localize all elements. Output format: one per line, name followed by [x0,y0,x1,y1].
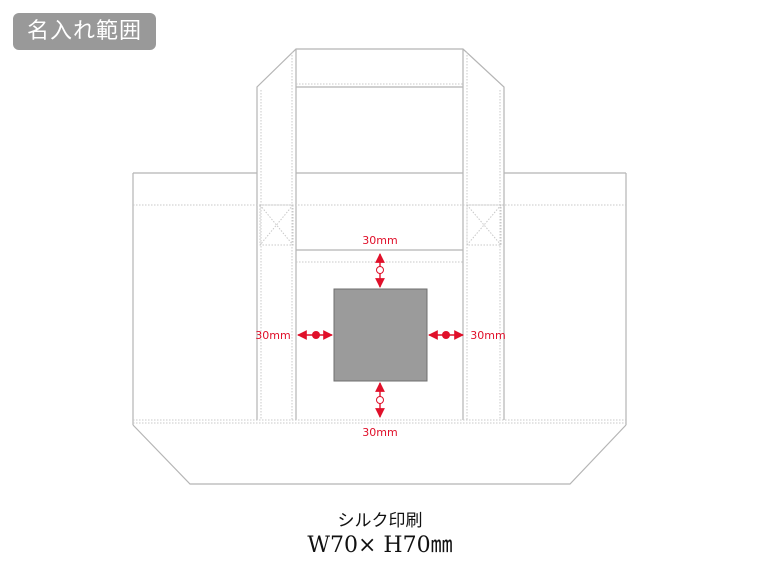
top-margin-label: 30mm [362,234,397,247]
bottom-margin-label: 30mm [362,426,397,439]
bag-stitching [133,204,626,424]
right-margin-marker-icon [442,331,450,339]
bag-handle [256,48,505,420]
print-area-badge: 名入れ範囲 [13,13,156,50]
left-margin-label: 30mm [255,329,290,342]
top-margin-marker-icon [376,266,384,274]
right-margin-label: 30mm [470,329,505,342]
print-method: シルク印刷 [337,511,423,531]
print-size: W70× H70㎜ [307,533,453,558]
bag-body [132,172,627,485]
bottom-margin-marker-icon [376,396,384,404]
print-area [333,288,428,382]
left-margin-marker-icon [312,331,320,339]
